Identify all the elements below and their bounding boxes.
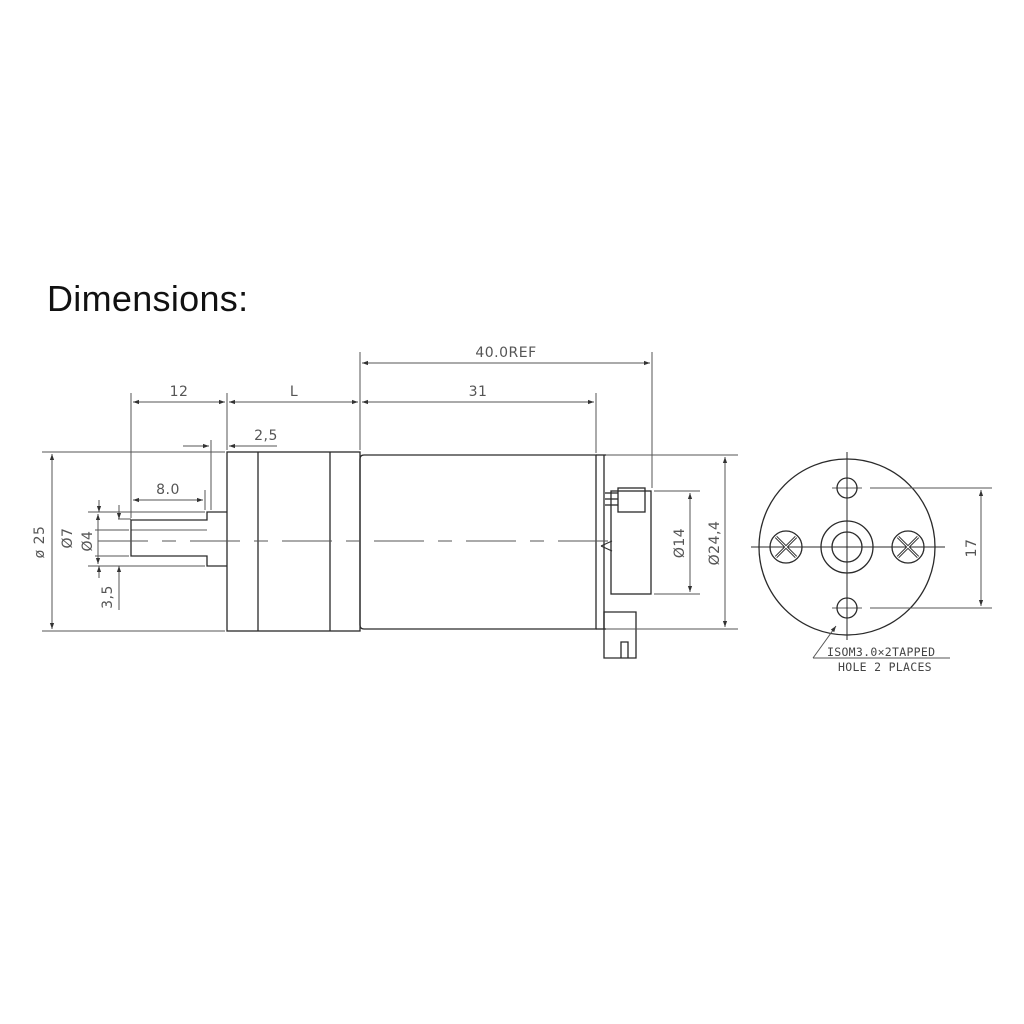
- tapped-hole-top: [832, 477, 862, 499]
- dim-motor-length: 31: [469, 384, 488, 400]
- dim-motor-diameter: Ø24,4: [707, 521, 723, 566]
- page-title: Dimensions:: [47, 278, 249, 319]
- end-view-dimensions: [812, 487, 992, 659]
- side-view: [98, 451, 652, 659]
- end-view: [751, 452, 945, 640]
- tapped-hole-note-line1: ISOM3.0×2TAPPED: [827, 645, 935, 659]
- tapped-hole-note-line2: HOLE 2 PLACES: [838, 660, 932, 674]
- dim-shaft-shoulder: 2,5: [254, 428, 278, 444]
- side-view-dimensions: [42, 352, 738, 632]
- dim-flat-depth: 3,5: [100, 585, 116, 609]
- end-cap: [596, 454, 652, 659]
- dim-gearbox-diameter: ø 25: [32, 526, 48, 559]
- dim-overall-ref: 40.0REF: [475, 345, 536, 361]
- center-boss: [820, 520, 874, 574]
- screw-right: [891, 530, 925, 564]
- dim-boss-diameter: Ø7: [60, 528, 76, 549]
- dim-flat-length: 8.0: [156, 482, 180, 498]
- tapped-hole-bottom: [832, 597, 862, 619]
- dim-shaft-length: 12: [170, 384, 189, 400]
- output-shaft: [118, 511, 227, 567]
- dim-gearbox-length: L: [290, 384, 298, 400]
- screw-left: [769, 530, 803, 564]
- motor-body: [359, 454, 605, 630]
- shaft-hole: [831, 531, 863, 563]
- dim-shaft-diameter: Ø4: [80, 531, 96, 552]
- dim-end-cap-boss: Ø14: [672, 528, 688, 558]
- dim-hole-spacing: 17: [964, 539, 980, 558]
